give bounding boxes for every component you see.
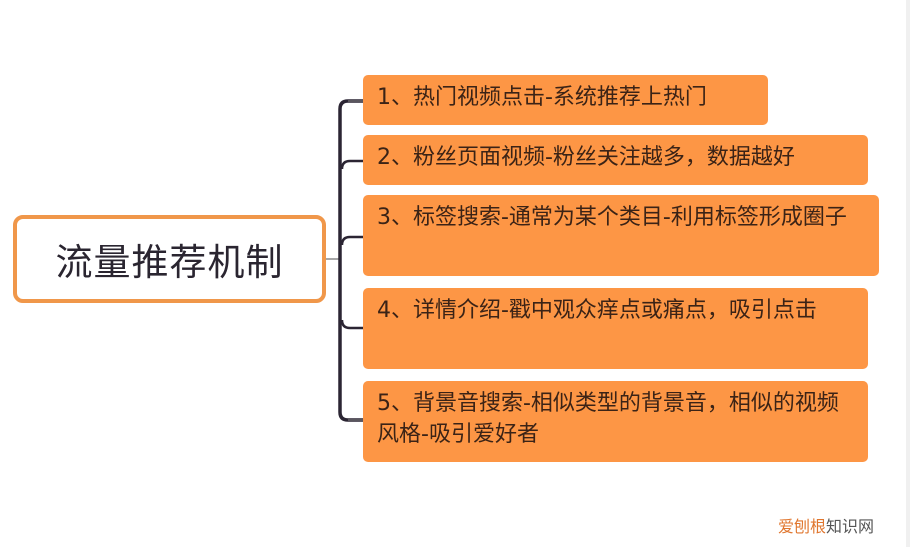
child-node-4[interactable]: 4、详情介绍-戳中观众痒点或痛点，吸引点击 <box>363 288 868 369</box>
child-node-3[interactable]: 3、标签搜索-通常为某个类目-利用标签形成圈子 <box>363 195 879 276</box>
child-node-2[interactable]: 2、粉丝页面视频-粉丝关注越多，数据越好 <box>363 135 868 185</box>
watermark-part1: 爱刨根 <box>778 517 827 536</box>
child-node-5[interactable]: 5、背景音搜索-相似类型的背景音，相似的视频风格-吸引爱好者 <box>363 381 868 462</box>
child-node-label: 5、背景音搜索-相似类型的背景音，相似的视频风格-吸引爱好者 <box>377 391 839 447</box>
edge-strip <box>906 0 910 547</box>
child-node-label: 4、详情介绍-戳中观众痒点或痛点，吸引点击 <box>377 298 817 323</box>
root-node[interactable]: 流量推荐机制 <box>13 215 326 303</box>
watermark: 爱刨根知识网 <box>778 513 874 537</box>
child-node-1[interactable]: 1、热门视频点击-系统推荐上热门 <box>363 75 768 125</box>
child-node-label: 1、热门视频点击-系统推荐上热门 <box>377 85 707 110</box>
child-node-label: 3、标签搜索-通常为某个类目-利用标签形成圈子 <box>377 205 847 230</box>
child-node-label: 2、粉丝页面视频-粉丝关注越多，数据越好 <box>377 145 795 170</box>
root-node-label: 流量推荐机制 <box>55 241 284 284</box>
watermark-part2: 知识网 <box>826 517 875 536</box>
